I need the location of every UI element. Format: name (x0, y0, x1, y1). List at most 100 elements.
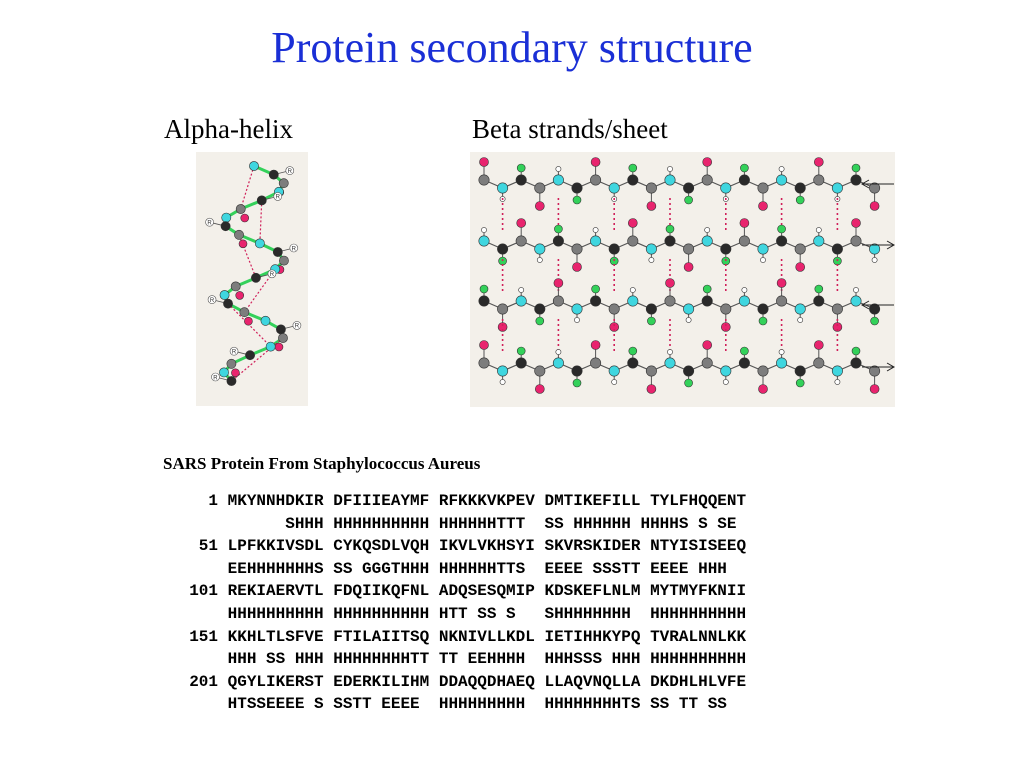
structure-annotation: HHHHHHHHHH HHHHHHHHHH HTT SS S SHHHHHHHH… (227, 604, 747, 623)
backbone-atom (776, 235, 788, 247)
backbone-atom (645, 303, 657, 315)
backbone-atom (571, 243, 583, 255)
sequence-position: 101 (189, 582, 218, 601)
backbone-atom (850, 235, 862, 247)
hydrogen-atom (871, 257, 878, 263)
side-chain-atom (870, 316, 879, 326)
backbone-atom (256, 195, 267, 206)
side-chain-label: R (295, 324, 300, 330)
backbone-atom (552, 174, 564, 186)
backbone-atom (683, 182, 695, 194)
backbone-atom (571, 365, 583, 377)
structure-annotation: EEHHHHHHHS SS GGGTHHH HHHHHHTTS EEEE SSS… (227, 559, 727, 578)
oxygen-atom (869, 201, 880, 211)
backbone-atom (230, 281, 241, 292)
side-chain-atom (647, 316, 656, 326)
hydrogen-atom (648, 257, 655, 263)
side-chain-atom (229, 346, 239, 356)
side-chain-atom (777, 224, 786, 234)
backbone-atom (478, 235, 490, 247)
oxygen-atom (795, 262, 806, 272)
backbone-atom (251, 272, 261, 283)
backbone-atom (571, 303, 583, 315)
oxygen-atom (758, 201, 768, 211)
backbone-atom (276, 324, 286, 335)
backbone-atom (757, 365, 769, 377)
hydrogen-atom (629, 287, 636, 293)
oxygen-atom (683, 262, 694, 272)
side-chain-label: R (288, 169, 293, 175)
arrow-head (886, 240, 895, 250)
oxygen-atom (646, 384, 657, 394)
side-chain-atom (289, 243, 299, 253)
side-chain-atom (684, 195, 693, 205)
backbone-atom (701, 295, 713, 307)
hydrogen-bond (231, 337, 284, 382)
oxygen-atom (274, 342, 284, 352)
oxygen-atom (628, 218, 638, 228)
backbone-atom (738, 357, 750, 369)
sequence-line: HHHHHHHHHH HHHHHHHHHH HTT SS S SHHHHHHHH… (163, 603, 883, 626)
backbone-atom (720, 303, 732, 315)
side-chain-label: R (207, 221, 212, 227)
backbone-atom (831, 303, 843, 315)
side-chain-atom (535, 316, 545, 326)
backbone-atom (794, 365, 806, 377)
structure-annotation: SHHH HHHHHHHHHH HHHHHHTTT SS HHHHHH HHHH… (227, 514, 737, 533)
backbone-atom (590, 357, 602, 369)
hydrogen-atom (760, 257, 766, 263)
sequence-position: 51 (198, 537, 218, 556)
oxygen-atom (702, 157, 712, 167)
backbone-atom (645, 243, 657, 255)
sequence-position: 151 (189, 627, 218, 646)
hydrogen-atom (853, 287, 859, 293)
backbone-atom (534, 243, 546, 255)
sequence-line: 101 REKIAERVTL FDQIIKQFNL ADQSESQMIP KDS… (163, 580, 883, 603)
backbone-atom (683, 365, 695, 377)
backbone-atom (831, 243, 843, 255)
side-chain-label: R (292, 246, 297, 252)
side-chain-atom (795, 378, 805, 388)
backbone-atom (590, 235, 602, 247)
oxygen-atom (535, 384, 545, 394)
oxygen-atom (516, 218, 527, 228)
hydrogen-atom (555, 349, 562, 355)
backbone-atom (272, 247, 283, 257)
backbone-atom (260, 315, 271, 326)
side-chain-atom (795, 195, 805, 205)
backbone-atom (757, 303, 769, 315)
backbone-atom (571, 182, 583, 194)
backbone-atom (683, 303, 695, 315)
backbone-atom (552, 357, 564, 369)
oxygen-atom (739, 218, 750, 228)
backbone-atom (701, 357, 713, 369)
backbone-atom (664, 295, 676, 307)
sequence-line: EEHHHHHHHS SS GGGTHHH HHHHHHTTS EEEE SSS… (163, 558, 883, 581)
backbone-atom (515, 174, 527, 186)
backbone-atom (608, 303, 620, 315)
side-chain-atom (572, 195, 582, 205)
backbone-atom (478, 357, 490, 369)
residue-sequence: REKIAERVTL FDQIIKQFNL ADQSESQMIP KDSKEFL… (227, 582, 747, 601)
arrow-head (860, 300, 870, 310)
sequence-caption: SARS Protein From Staphylococcus Aureus (163, 454, 481, 473)
residue-sequence: QGYLIKERST EDERKILIHM DDAQQDHAEQ LLAQVNQ… (227, 672, 747, 691)
backbone-atom (221, 212, 232, 223)
hydrogen-atom (778, 166, 785, 172)
oxygen-atom (590, 340, 601, 350)
side-chain-atom (814, 284, 824, 294)
backbone-atom (664, 357, 676, 369)
oxygen-atom (609, 322, 619, 332)
beta-sheet-diagram (478, 157, 895, 394)
backbone-atom (645, 182, 657, 194)
backbone-atom (813, 174, 825, 186)
side-chain-atom (572, 378, 582, 388)
side-chain-atom (740, 346, 749, 356)
backbone-atom (608, 243, 620, 255)
backbone-atom (552, 235, 564, 247)
backbone-atom (627, 235, 639, 247)
hydrogen-atom (741, 287, 748, 293)
backbone-atom (245, 350, 255, 361)
oxygen-atom (535, 201, 545, 211)
